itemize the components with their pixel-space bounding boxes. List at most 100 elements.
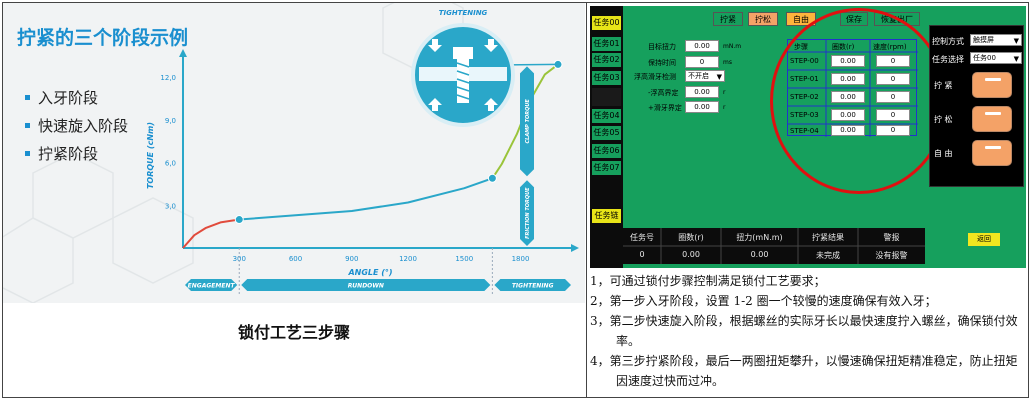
note-item: 1，可通过锁付步骤控制满足锁付工艺要求； [590,274,826,288]
x-tick-label: 300 [233,255,246,263]
minus-icon [985,146,1001,149]
task-select-label: 任务选择 [932,55,964,64]
tighten-action-label: 拧 紧 [934,81,953,90]
task-button-02[interactable]: 任务02 [592,53,621,67]
task-no-value: 0 [639,250,645,259]
control-mode-label: 控制方式 [932,37,964,46]
y-axis-arrow [179,49,187,57]
force-arrow-icon [484,39,498,52]
note-item: 4，第三步拧紧阶段，最后一两圈扭矩攀升，以慢速确保扭矩精准稳定，防止扭矩因速度过… [590,354,1018,388]
x-tick-label: 900 [345,255,358,263]
force-arrow-icon [428,98,442,111]
screw-thread [456,70,470,76]
chevron-down-icon: ▼ [1013,37,1019,45]
slide-title: 拧紧的三个阶段示例 [17,27,189,49]
panel-divider [586,2,587,398]
screw-thread [456,62,470,68]
bullet-dot [25,94,30,100]
x-tick-label: 1200 [399,255,417,263]
result-value: 未完成 [816,251,840,260]
hold-time-input[interactable]: 0 [685,56,719,68]
red-highlight-oval [770,8,948,194]
y-tick-label: 12,0 [160,74,176,82]
minus-icon [985,112,1001,115]
task-button-07[interactable]: 任务07 [592,161,621,175]
free-action-label: 自 由 [934,149,953,158]
task-select[interactable]: 任务00 ▼ [970,52,1022,64]
float-slip-check-value: 不开启 [688,72,709,80]
free-action-button[interactable] [972,140,1012,166]
screw-thread [456,94,470,100]
bullet-text: 入牙阶段 [38,88,99,107]
slip-bound-label: +滑牙界定 [648,104,682,112]
task-button-00[interactable]: 任务00 [592,16,621,30]
screw-head [453,47,473,59]
force-arrow-icon [484,98,498,111]
bullet-text: 拧紧阶段 [38,144,99,163]
y-axis-label: TORQUE (cNm) [146,122,155,189]
data-point [487,173,497,183]
loosen-tab[interactable]: 拧松 [748,12,778,26]
y-tick-label: 6,0 [165,160,176,168]
alarm-header: 警报 [883,233,900,242]
y-tick-label: 3,0 [165,202,176,210]
series-line [182,218,240,249]
target-torque-unit: mN.m [723,43,742,50]
task-button-06[interactable]: 任务06 [592,144,621,158]
tighten-tab[interactable]: 拧紧 [713,12,743,26]
torque-status-header: 扭力(mN.m) [736,233,783,242]
control-panel: 控制方式 触摸屏 ▼ 任务选择 任务00 ▼ 拧 紧 拧 松 自 由 [929,25,1024,187]
torque-arrow [520,66,534,177]
task-chain-button[interactable]: 任务链 [592,209,621,223]
back-button[interactable]: 返回 [968,233,1000,246]
torque-arrow [520,180,534,246]
alarm-value: 没有报警 [875,251,908,260]
force-arrow-icon [428,39,442,52]
bullet-item: 拧紧阶段 [25,139,128,167]
target-torque-label: 目标扭力 [648,43,676,51]
float-bound-unit: r [723,89,726,96]
phase-arrow [185,279,238,291]
bullet-text: 快速旋入阶段 [38,116,129,135]
target-torque-input[interactable]: 0.00 [685,40,719,52]
y-tick-label: 9,0 [165,117,176,125]
x-tick-label: 600 [289,255,302,263]
data-point [234,215,244,225]
task-button-03[interactable]: 任务03 [592,71,621,85]
figure-caption: 锁付工艺三步骤 [237,323,350,342]
float-bound-label: -浮高界定 [648,89,679,97]
screw-thread [456,78,470,84]
phase-label: RUNDOWN [348,283,384,290]
screw-thread [456,86,470,92]
x-tick-label: 1800 [512,255,530,263]
task-button-05[interactable]: 任务05 [592,126,621,140]
control-mode-value: 触摸屏 [973,36,994,44]
minus-icon [985,78,1001,81]
note-item: 2，第一步入牙阶段，设置 1-2 圈一个较慢的速度确保有效入牙； [590,294,937,308]
task-button-01[interactable]: 任务01 [592,37,621,51]
slip-bound-input[interactable]: 0.00 [685,101,719,113]
chevron-down-icon: ▼ [1013,55,1019,63]
slide-panel: 拧紧的三个阶段示例 入牙阶段 快速旋入阶段 拧紧阶段 3,0 6,0 9,0 12,0… [3,3,585,303]
torque-value: 0.00 [750,250,769,259]
torque-label: CLAMP TORQUE [525,99,531,144]
task-no-header: 任务号 [630,233,654,242]
bullet-item: 快速旋入阶段 [25,111,128,139]
torque-label: FRICTION TORQUE [525,187,531,239]
bullet-dot [25,150,30,156]
task-gap [592,88,621,106]
float-slip-check-select[interactable]: 不开启▼ [685,70,725,82]
x-axis-label: ANGLE (°) [347,268,392,277]
slip-bound-unit: r [723,104,726,111]
inset-label: TIGHTENING [439,9,488,17]
control-mode-select[interactable]: 触摸屏 ▼ [970,34,1022,46]
task-select-value: 任务00 [973,54,996,62]
phase-label: TIGHTENING [512,283,554,290]
loosen-action-button[interactable] [972,106,1012,132]
tighten-action-button[interactable] [972,72,1012,98]
phase-label: ENGAGEMENT [188,283,236,290]
float-bound-input[interactable]: 0.00 [685,86,719,98]
loosen-action-label: 拧 松 [934,115,953,124]
task-button-04[interactable]: 任务04 [592,109,621,123]
